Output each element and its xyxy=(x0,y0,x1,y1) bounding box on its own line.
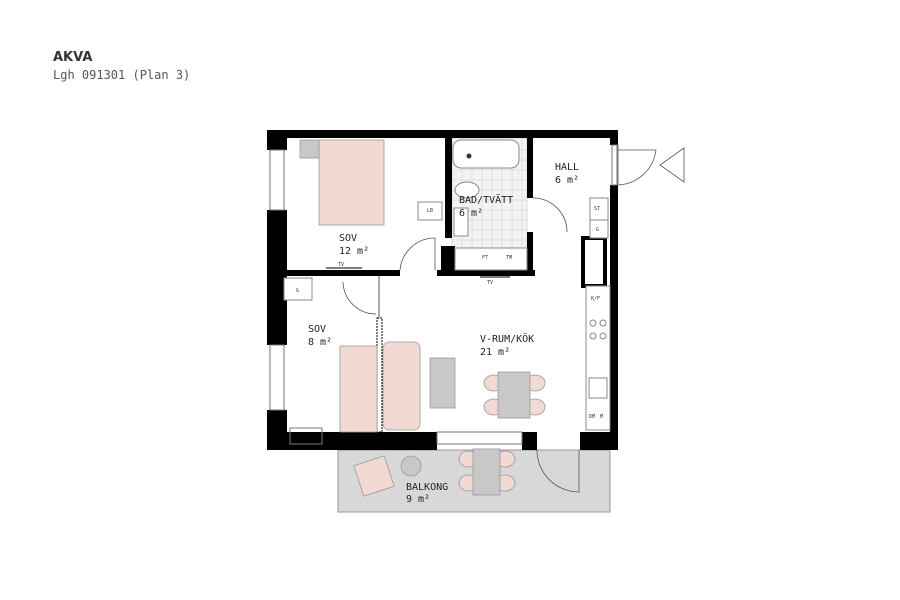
sofa xyxy=(382,341,421,431)
doors xyxy=(342,145,685,493)
room-name: BALKONG xyxy=(406,482,448,493)
room-area: 6 m² xyxy=(555,175,579,186)
tv-label: TV xyxy=(487,280,493,286)
dining-table xyxy=(497,371,531,419)
project-title: AKVA xyxy=(53,50,93,65)
room-name: HALL xyxy=(555,162,579,173)
fixture-label: TM xyxy=(506,255,512,261)
balcony-table xyxy=(472,448,501,496)
windows xyxy=(269,144,618,445)
coffee-table xyxy=(429,357,456,409)
double-bed xyxy=(318,139,385,226)
round-table xyxy=(400,455,422,477)
room-name: BAD/TVÄTT xyxy=(459,193,513,206)
fixture-label: DM xyxy=(589,414,595,420)
fixture-label: M xyxy=(600,414,603,420)
walls xyxy=(267,130,618,450)
furniture xyxy=(299,139,546,497)
partition-wall xyxy=(376,317,383,433)
room-area: 12 m² xyxy=(339,246,369,257)
armchair xyxy=(353,455,395,497)
room-name: SOV xyxy=(308,324,326,335)
bathroom-floor xyxy=(451,137,528,249)
room-name: SOV xyxy=(339,233,357,244)
apartment-id: Lgh 091301 (Plan 3) xyxy=(53,68,191,82)
room-name: V-RUM/KÖK xyxy=(480,332,534,345)
single-bed xyxy=(339,345,378,433)
fixture-label: FT xyxy=(482,255,488,261)
fixture-label: K/F xyxy=(591,296,600,302)
tv-label: TV xyxy=(338,262,344,268)
fixture-label: G xyxy=(296,288,299,294)
room-area: 6 m² xyxy=(459,208,483,219)
room-area: 8 m² xyxy=(308,337,332,348)
fixture-label: LB xyxy=(427,208,433,214)
room-area: 9 m² xyxy=(406,494,430,505)
fixture-label: G xyxy=(596,227,599,233)
room-area: 21 m² xyxy=(480,347,510,358)
fixture-label: ST xyxy=(594,206,600,212)
kitchen-counter xyxy=(283,197,611,431)
